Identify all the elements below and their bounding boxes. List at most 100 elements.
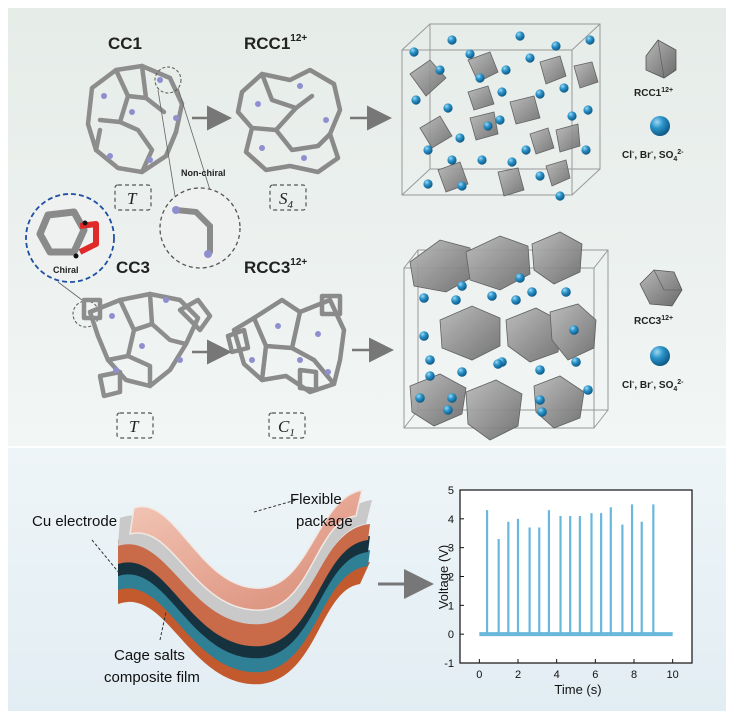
ion-sphere: [443, 103, 453, 113]
ion-sphere: [559, 83, 569, 93]
ion-sphere: [583, 105, 593, 115]
non-chiral-label: Non-chiral: [181, 168, 226, 178]
ion-sphere: [419, 293, 429, 303]
cage-salts-label: Cage salts: [114, 647, 185, 664]
sym-c1: C1: [278, 417, 295, 439]
flexible-label: Flexible: [290, 491, 342, 508]
cc1-molecule: [85, 63, 185, 175]
ion-sphere: [551, 41, 561, 51]
cc1-zoom-marker: [154, 66, 182, 94]
legend-rcc3-polyhedron: [639, 269, 683, 307]
ion-sphere: [497, 87, 507, 97]
ion-sphere: [521, 145, 531, 155]
legend-anions-label-1: Cl-, Br-, SO42-: [622, 149, 684, 163]
ion-sphere: [465, 49, 475, 59]
y-tick-label: 1: [448, 600, 454, 612]
x-tick-label: 4: [554, 669, 560, 681]
ion-sphere: [409, 47, 419, 57]
y-tick-label: 3: [448, 543, 454, 555]
ion-sphere: [535, 89, 545, 99]
x-tick-label: 10: [667, 669, 679, 681]
ion-sphere: [411, 95, 421, 105]
ion-sphere: [435, 65, 445, 75]
sym-s4: S4: [279, 189, 294, 211]
ion-sphere: [493, 359, 503, 369]
x-tick-label: 8: [631, 669, 637, 681]
legend-rcc1-octahedron: [645, 39, 677, 79]
ion-sphere: [447, 155, 457, 165]
ion-sphere: [537, 407, 547, 417]
sym-box-t2: [116, 412, 154, 439]
ion-sphere: [477, 155, 487, 165]
ion-sphere: [501, 65, 511, 75]
ion-sphere: [527, 287, 537, 297]
ion-sphere: [585, 35, 595, 45]
ion-sphere: [423, 145, 433, 155]
composite-film-label: composite film: [104, 669, 200, 686]
sym-box-t1: [114, 184, 152, 211]
ion-sphere: [419, 331, 429, 341]
ion-sphere: [483, 121, 493, 131]
y-tick-label: 4: [448, 514, 454, 526]
ion-sphere: [535, 395, 545, 405]
package-label: package: [296, 513, 353, 530]
ion-sphere: [425, 355, 435, 365]
ion-sphere: [571, 357, 581, 367]
flexible-device: [118, 489, 372, 685]
ion-sphere: [451, 295, 461, 305]
rcc3-label: RCC312+: [244, 257, 307, 277]
ion-sphere: [455, 133, 465, 143]
cc3-molecule: [81, 291, 213, 399]
rcc1-crystal-packing: [401, 23, 601, 201]
rcc3-crystal-packing: [403, 231, 609, 441]
ion-sphere: [569, 325, 579, 335]
ion-sphere: [535, 171, 545, 181]
legend-rcc1-label: RCC112+: [634, 87, 673, 99]
ion-sphere: [447, 393, 457, 403]
rcc1-molecule: [235, 67, 343, 175]
ion-sphere: [525, 53, 535, 63]
sym-t1: T: [127, 189, 138, 208]
x-tick-label: 2: [515, 669, 521, 681]
ion-sphere: [423, 179, 433, 189]
ion-sphere: [581, 145, 591, 155]
ion-sphere: [555, 191, 565, 201]
y-tick-label: 2: [448, 572, 454, 584]
legend-ion-icon-1: [650, 116, 670, 136]
non-chiral-zoom-circle: [159, 187, 241, 269]
ion-sphere: [535, 365, 545, 375]
sym-box-s4: [269, 184, 307, 211]
ion-sphere: [515, 31, 525, 41]
x-axis-label: Time (s): [554, 682, 601, 697]
ion-sphere: [515, 273, 525, 283]
rcc1-label: RCC112+: [244, 33, 307, 53]
chiral-bond-highlight: [78, 221, 99, 255]
ion-sphere: [561, 287, 571, 297]
legend-ion-icon-2: [650, 346, 670, 366]
x-tick-label: 0: [476, 669, 482, 681]
legend-anions-label-2: Cl-, Br-, SO42-: [622, 379, 684, 393]
y-tick-label: -1: [444, 658, 454, 670]
rcc3-molecule: [225, 293, 347, 395]
legend-rcc3-label: RCC312+: [634, 315, 673, 327]
y-tick-label: 5: [448, 485, 454, 497]
ion-sphere: [567, 111, 577, 121]
cc1-label: CC1: [108, 34, 142, 53]
y-axis-label: Voltage (V): [436, 545, 451, 609]
sym-box-c1: [268, 412, 306, 439]
y-tick-label: 0: [448, 629, 454, 641]
ion-sphere: [457, 181, 467, 191]
ion-sphere: [457, 367, 467, 377]
ion-sphere: [583, 385, 593, 395]
ion-sphere: [511, 295, 521, 305]
chiral-label: Chiral: [53, 265, 79, 275]
ion-sphere: [415, 393, 425, 403]
ion-sphere: [443, 405, 453, 415]
ion-sphere: [447, 35, 457, 45]
sym-t2: T: [129, 417, 140, 436]
ion-sphere: [425, 371, 435, 381]
ion-sphere: [495, 115, 505, 125]
ion-sphere: [457, 281, 467, 291]
plot-frame: [459, 489, 693, 664]
